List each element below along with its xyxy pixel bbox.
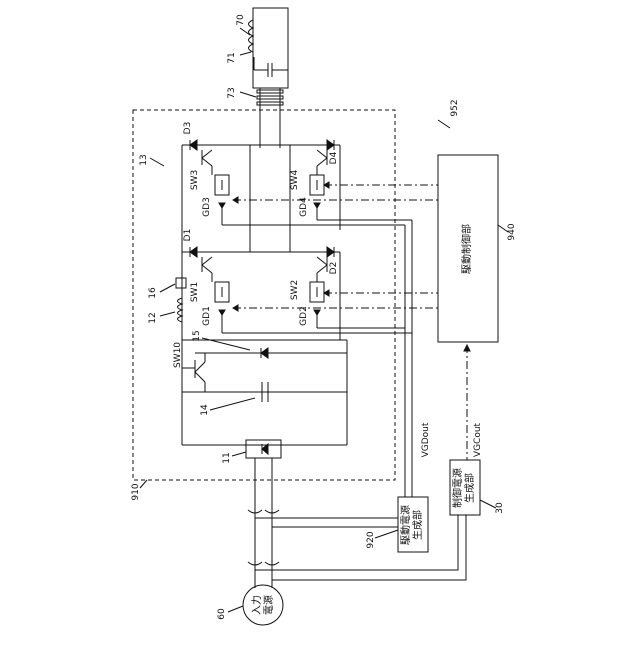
sw1-transistor — [202, 257, 212, 265]
label-sw2: SW2 — [290, 280, 300, 300]
signal-arrow — [233, 197, 238, 203]
vgc-arrow — [464, 345, 470, 351]
diode-d4 — [327, 140, 334, 150]
label-sw4: SW4 — [290, 170, 300, 191]
diode-d2 — [327, 247, 334, 257]
control-power-label-2: 生成部 — [463, 473, 476, 503]
leader-line — [232, 452, 246, 456]
input-power-label-2: 電源 — [262, 595, 275, 615]
sw4-transistor — [317, 150, 327, 158]
label-12: 12 — [148, 312, 158, 323]
signal-arrow — [233, 305, 238, 311]
label-30: 30 — [495, 502, 505, 514]
drive-power-label-2: 生成部 — [411, 510, 424, 540]
control-power-label-1: 制御電源 — [451, 468, 464, 508]
gd2-input-arrow — [314, 310, 320, 315]
diode-d1 — [190, 247, 197, 257]
leader-line — [240, 52, 251, 55]
label-vgcout: VGCout — [473, 422, 483, 457]
connector-73 — [257, 96, 283, 99]
gd3-input-arrow — [219, 203, 225, 208]
label-15: 15 — [192, 330, 202, 341]
reactor-coil — [178, 298, 183, 322]
signal-arrow — [324, 290, 329, 296]
leader-line — [160, 312, 175, 316]
leader-line — [150, 158, 164, 166]
leader-line — [228, 606, 243, 612]
gd1-input-arrow — [219, 310, 225, 315]
sw2-transistor — [317, 257, 327, 265]
sw4-transistor — [317, 158, 327, 166]
diode-d3 — [190, 140, 197, 150]
leader-line — [240, 92, 256, 97]
leader-line — [480, 500, 496, 508]
input-power-source — [243, 585, 283, 625]
gd4-input-arrow — [314, 203, 320, 208]
label-gd1: GD1 — [202, 306, 212, 326]
leader-line — [210, 398, 255, 410]
drive-control-label: 駆動制御部 — [460, 224, 473, 274]
leader-line — [438, 120, 450, 128]
current-sensor — [176, 278, 186, 288]
leader-line — [160, 284, 175, 292]
sw10-transistor — [195, 362, 205, 372]
label-14: 14 — [200, 404, 210, 416]
label-d4: D4 — [329, 151, 339, 164]
label-910: 910 — [131, 483, 141, 500]
sw2-transistor — [317, 265, 327, 273]
label-60: 60 — [217, 608, 227, 620]
label-vgdout: VGDout — [421, 422, 431, 457]
housing-910 — [133, 110, 395, 480]
label-13: 13 — [139, 154, 149, 165]
label-16: 16 — [148, 287, 158, 299]
drive-power-label-1: 駆動電源 — [399, 505, 412, 545]
label-73: 73 — [227, 87, 237, 98]
label-952: 952 — [450, 99, 460, 116]
label-940: 940 — [507, 223, 517, 240]
label-sw10: SW10 — [173, 342, 183, 368]
label-d2: D2 — [329, 262, 339, 275]
sw1-transistor — [202, 265, 212, 273]
leader-line — [140, 480, 147, 488]
label-gd4: GD4 — [299, 197, 309, 217]
label-d1: D1 — [183, 229, 193, 242]
signal-arrow — [324, 182, 329, 188]
label-sw3: SW3 — [190, 170, 200, 190]
label-gd2: GD2 — [299, 306, 309, 326]
sw3-transistor — [202, 158, 212, 166]
connector-73 — [257, 90, 283, 93]
label-gd3: GD3 — [202, 197, 212, 217]
input-power-label-1: 入力 — [250, 595, 263, 615]
label-11: 11 — [222, 452, 232, 463]
label-920: 920 — [366, 531, 376, 548]
sw10-transistor — [195, 372, 205, 382]
label-70: 70 — [236, 14, 246, 26]
load-coil — [249, 20, 254, 52]
leader-line — [375, 530, 398, 538]
sw3-transistor — [202, 150, 212, 158]
connector-73 — [257, 102, 283, 105]
label-d3: D3 — [183, 122, 193, 135]
load-unit-frame — [253, 8, 288, 88]
label-71: 71 — [227, 52, 237, 63]
label-sw1: SW1 — [190, 282, 200, 302]
